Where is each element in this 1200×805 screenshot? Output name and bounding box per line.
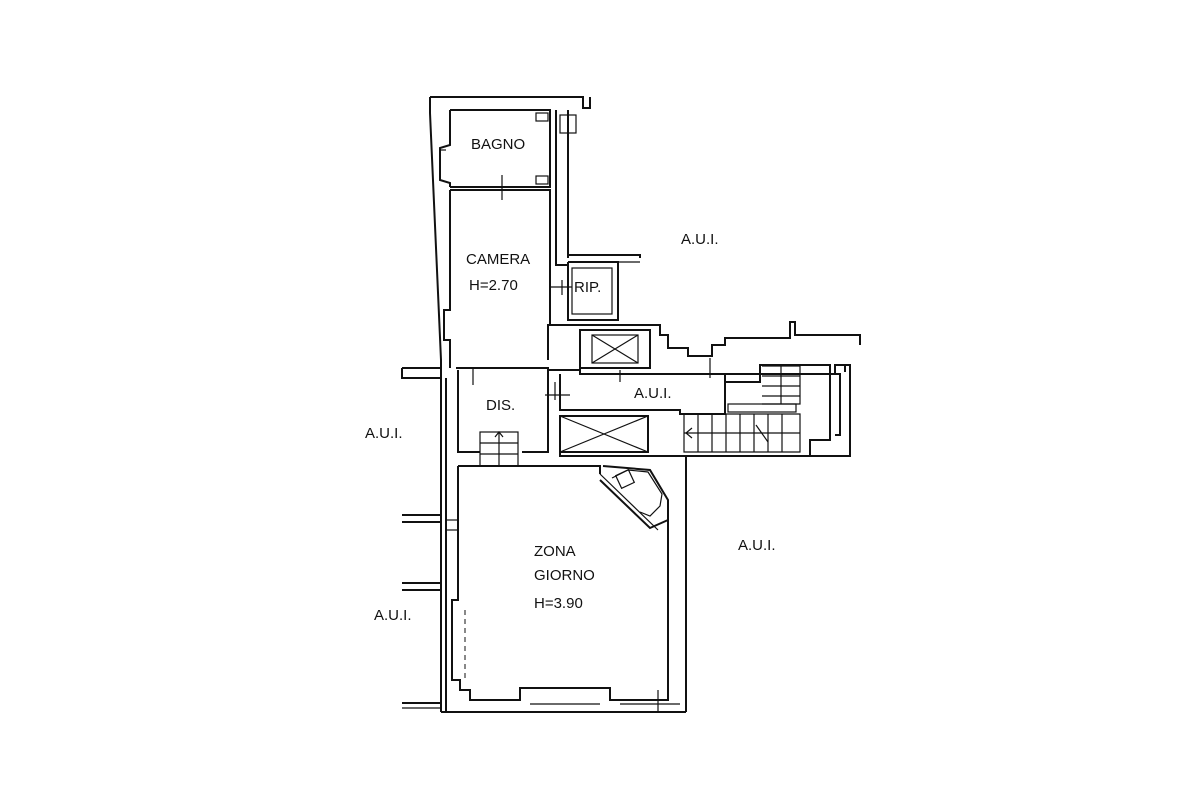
room-label-disimpegno: DIS. <box>486 397 516 414</box>
room-height-zona-giorno: H=3.90 <box>534 595 583 612</box>
room-label-ripostiglio: RIP. <box>574 279 602 296</box>
room-label-giorno: GIORNO <box>534 567 595 584</box>
stair-block <box>559 364 851 457</box>
ripostiglio-walls <box>550 254 641 321</box>
room-label-camera: CAMERA <box>466 251 531 268</box>
room-label-bagno: BAGNO <box>471 136 526 153</box>
west-adjacent-walls <box>402 514 442 591</box>
adjacent-unit-label: A.U.I. <box>365 425 403 442</box>
adjacent-unit-label: A.U.I. <box>681 231 719 248</box>
landing-walls <box>545 321 861 415</box>
room-height-camera: H=2.70 <box>469 277 518 294</box>
adjacent-unit-label: A.U.I. <box>634 385 672 402</box>
room-label-zona: ZONA <box>534 543 576 560</box>
zona-giorno-walls <box>402 378 687 713</box>
adjacent-unit-label: A.U.I. <box>374 607 412 624</box>
north-wing-walls <box>429 96 591 368</box>
adjacent-unit-label: A.U.I. <box>738 537 776 554</box>
disimpegno-walls <box>401 367 549 467</box>
